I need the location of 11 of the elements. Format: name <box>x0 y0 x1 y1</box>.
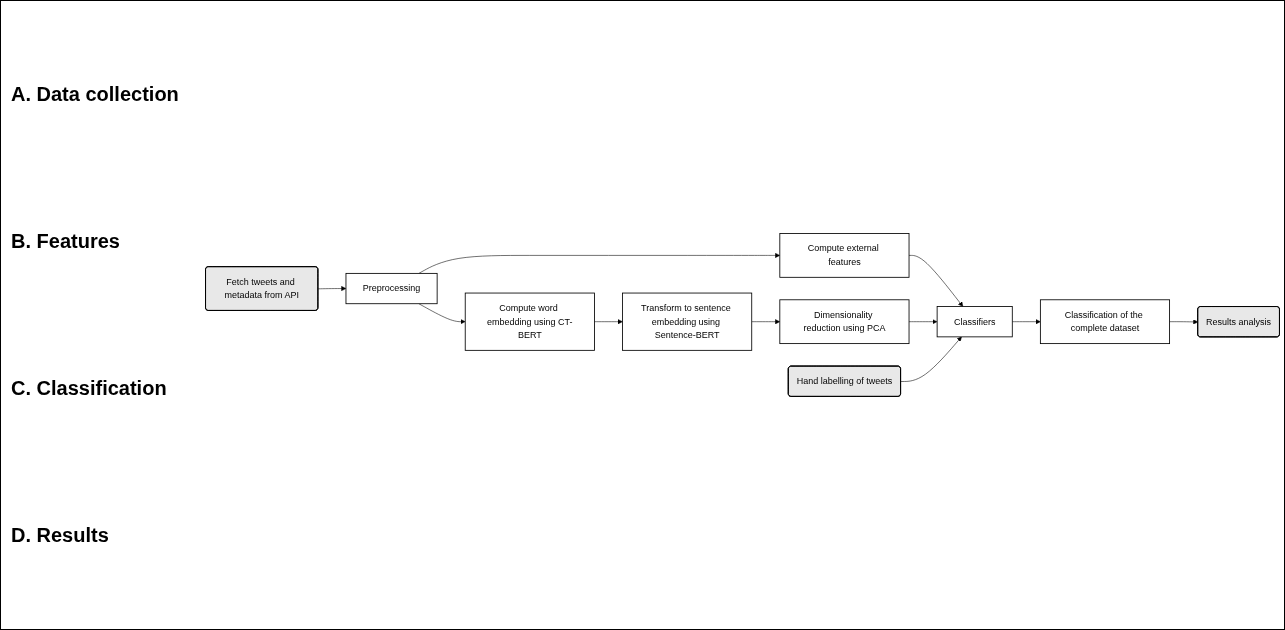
node-box: Dimensionality reduction using PCA <box>779 299 910 345</box>
section-label: B. Features <box>11 230 121 253</box>
node-box: Compute word embedding using CT-BERT <box>464 292 595 351</box>
node-box: Classification of the complete dataset <box>1039 299 1170 345</box>
node-box: Compute external features <box>779 233 910 278</box>
node-box: Classifiers <box>936 306 1013 338</box>
node-box: Preprocessing <box>345 273 438 305</box>
section-label: C. Classification <box>11 377 168 400</box>
section-label: D. Results <box>11 524 110 547</box>
section-label: A. Data collection <box>11 83 180 106</box>
node-box: Transform to sentence embedding using Sentence-BERT <box>622 292 753 351</box>
